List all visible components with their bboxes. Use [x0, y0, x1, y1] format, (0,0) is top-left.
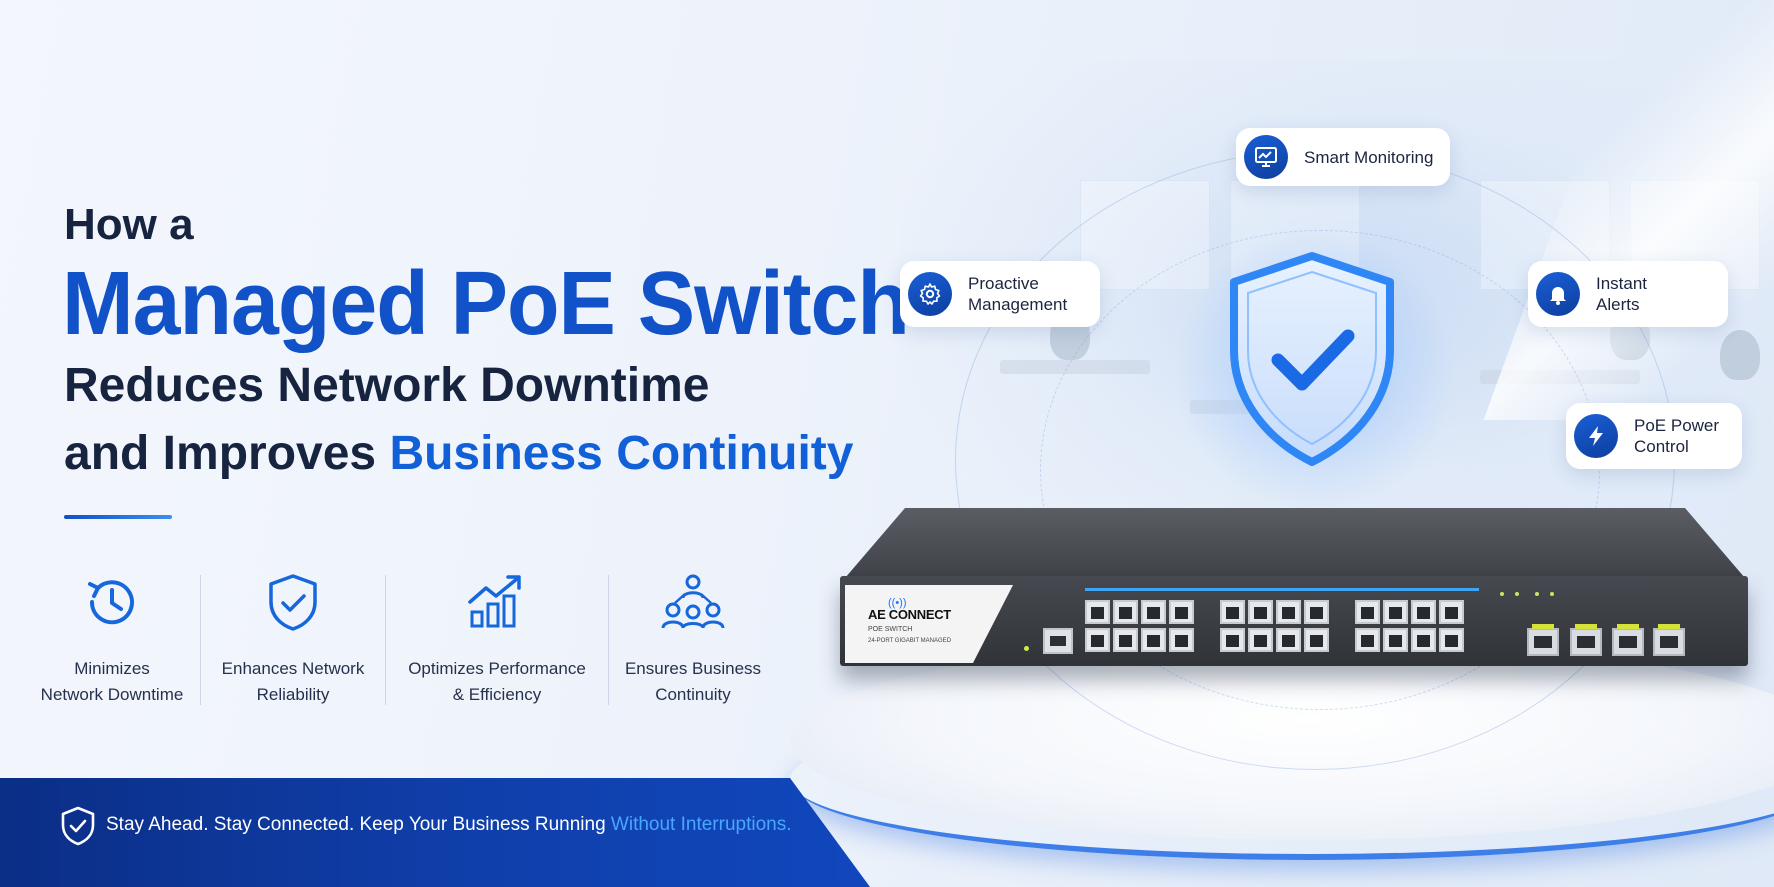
callout-smart-monitoring: Smart Monitoring — [1236, 128, 1450, 186]
feature-ensures-continuity: Ensures Business Continuity — [609, 570, 777, 710]
monitor-chart-icon — [1244, 135, 1288, 179]
feature-enhances-reliability: Enhances Network Reliability — [201, 570, 385, 710]
callout-label: Instant Alerts — [1596, 274, 1648, 314]
feature-divider — [385, 575, 386, 705]
callout-label: Smart Monitoring — [1304, 147, 1434, 167]
shield-check-icon — [261, 570, 325, 634]
sfp-led — [1550, 592, 1554, 596]
sfp-port — [1527, 624, 1559, 656]
feature-optimizes-performance: Optimizes Performance & Efficiency — [386, 570, 608, 710]
clock-icon — [80, 570, 144, 634]
bottom-banner — [0, 778, 870, 887]
gear-icon — [908, 272, 952, 316]
callout-proactive-management: Proactive Management — [900, 261, 1100, 327]
headline-line-3: Reduces Network Downtime — [64, 359, 710, 412]
feature-label: Enhances Network Reliability — [221, 659, 365, 704]
pedestal-rim — [790, 700, 1774, 860]
feature-row: Minimizes Network Downtime Enhances Netw… — [30, 570, 777, 710]
power-led — [1024, 646, 1029, 651]
lightning-icon — [1574, 414, 1618, 458]
team-network-icon — [661, 570, 725, 634]
callout-label: Proactive Management — [968, 274, 1068, 314]
growth-chart-icon — [465, 570, 529, 634]
sfp-led — [1535, 592, 1539, 596]
wifi-icon: ((•)) — [888, 597, 907, 609]
port-group-1 — [1085, 600, 1194, 652]
port-led-strip — [1085, 588, 1479, 591]
sfp-led — [1515, 592, 1519, 596]
headline-underline — [64, 515, 172, 519]
shield-check-icon — [1222, 250, 1402, 470]
feature-label: Minimizes Network Downtime — [40, 659, 184, 704]
sfp-port — [1653, 624, 1685, 656]
sfp-port — [1570, 624, 1602, 656]
banner-text-main: Stay Ahead. Stay Connected. Keep Your Bu… — [106, 814, 611, 835]
headline-line-1: How a — [64, 200, 194, 249]
headline-line-4: and Improves Business Continuity — [64, 426, 853, 481]
headline-main-title: Managed PoE Switch — [62, 253, 910, 354]
callout-poe-power-control: PoE Power Control — [1566, 403, 1742, 469]
console-port — [1043, 628, 1073, 654]
switch-desc-line: 24-PORT GIGABIT MANAGED — [868, 638, 952, 644]
shield-check-icon — [60, 806, 96, 846]
switch-brand: AE CONNECT — [868, 607, 951, 622]
feature-divider — [608, 575, 609, 705]
bell-icon — [1536, 272, 1580, 316]
switch-top-panel — [845, 508, 1745, 578]
feature-minimizes-downtime: Minimizes Network Downtime — [30, 570, 194, 710]
banner-text: Stay Ahead. Stay Connected. Keep Your Bu… — [106, 814, 792, 836]
headline-line-4-prefix: and Improves — [64, 427, 390, 480]
feature-label: Ensures Business Continuity — [624, 659, 762, 704]
port-group-3 — [1355, 600, 1464, 652]
switch-model-line: POE SWITCH — [868, 626, 913, 633]
banner-text-accent: Without Interruptions. — [610, 814, 792, 835]
callout-label: PoE Power Control — [1634, 416, 1720, 456]
sfp-led — [1500, 592, 1504, 596]
port-group-2 — [1220, 600, 1329, 652]
sfp-port — [1612, 624, 1644, 656]
feature-divider — [200, 575, 201, 705]
callout-instant-alerts: Instant Alerts — [1528, 261, 1728, 327]
feature-label: Optimizes Performance & Efficiency — [408, 659, 586, 704]
headline-line-4-accent: Business Continuity — [389, 427, 854, 480]
